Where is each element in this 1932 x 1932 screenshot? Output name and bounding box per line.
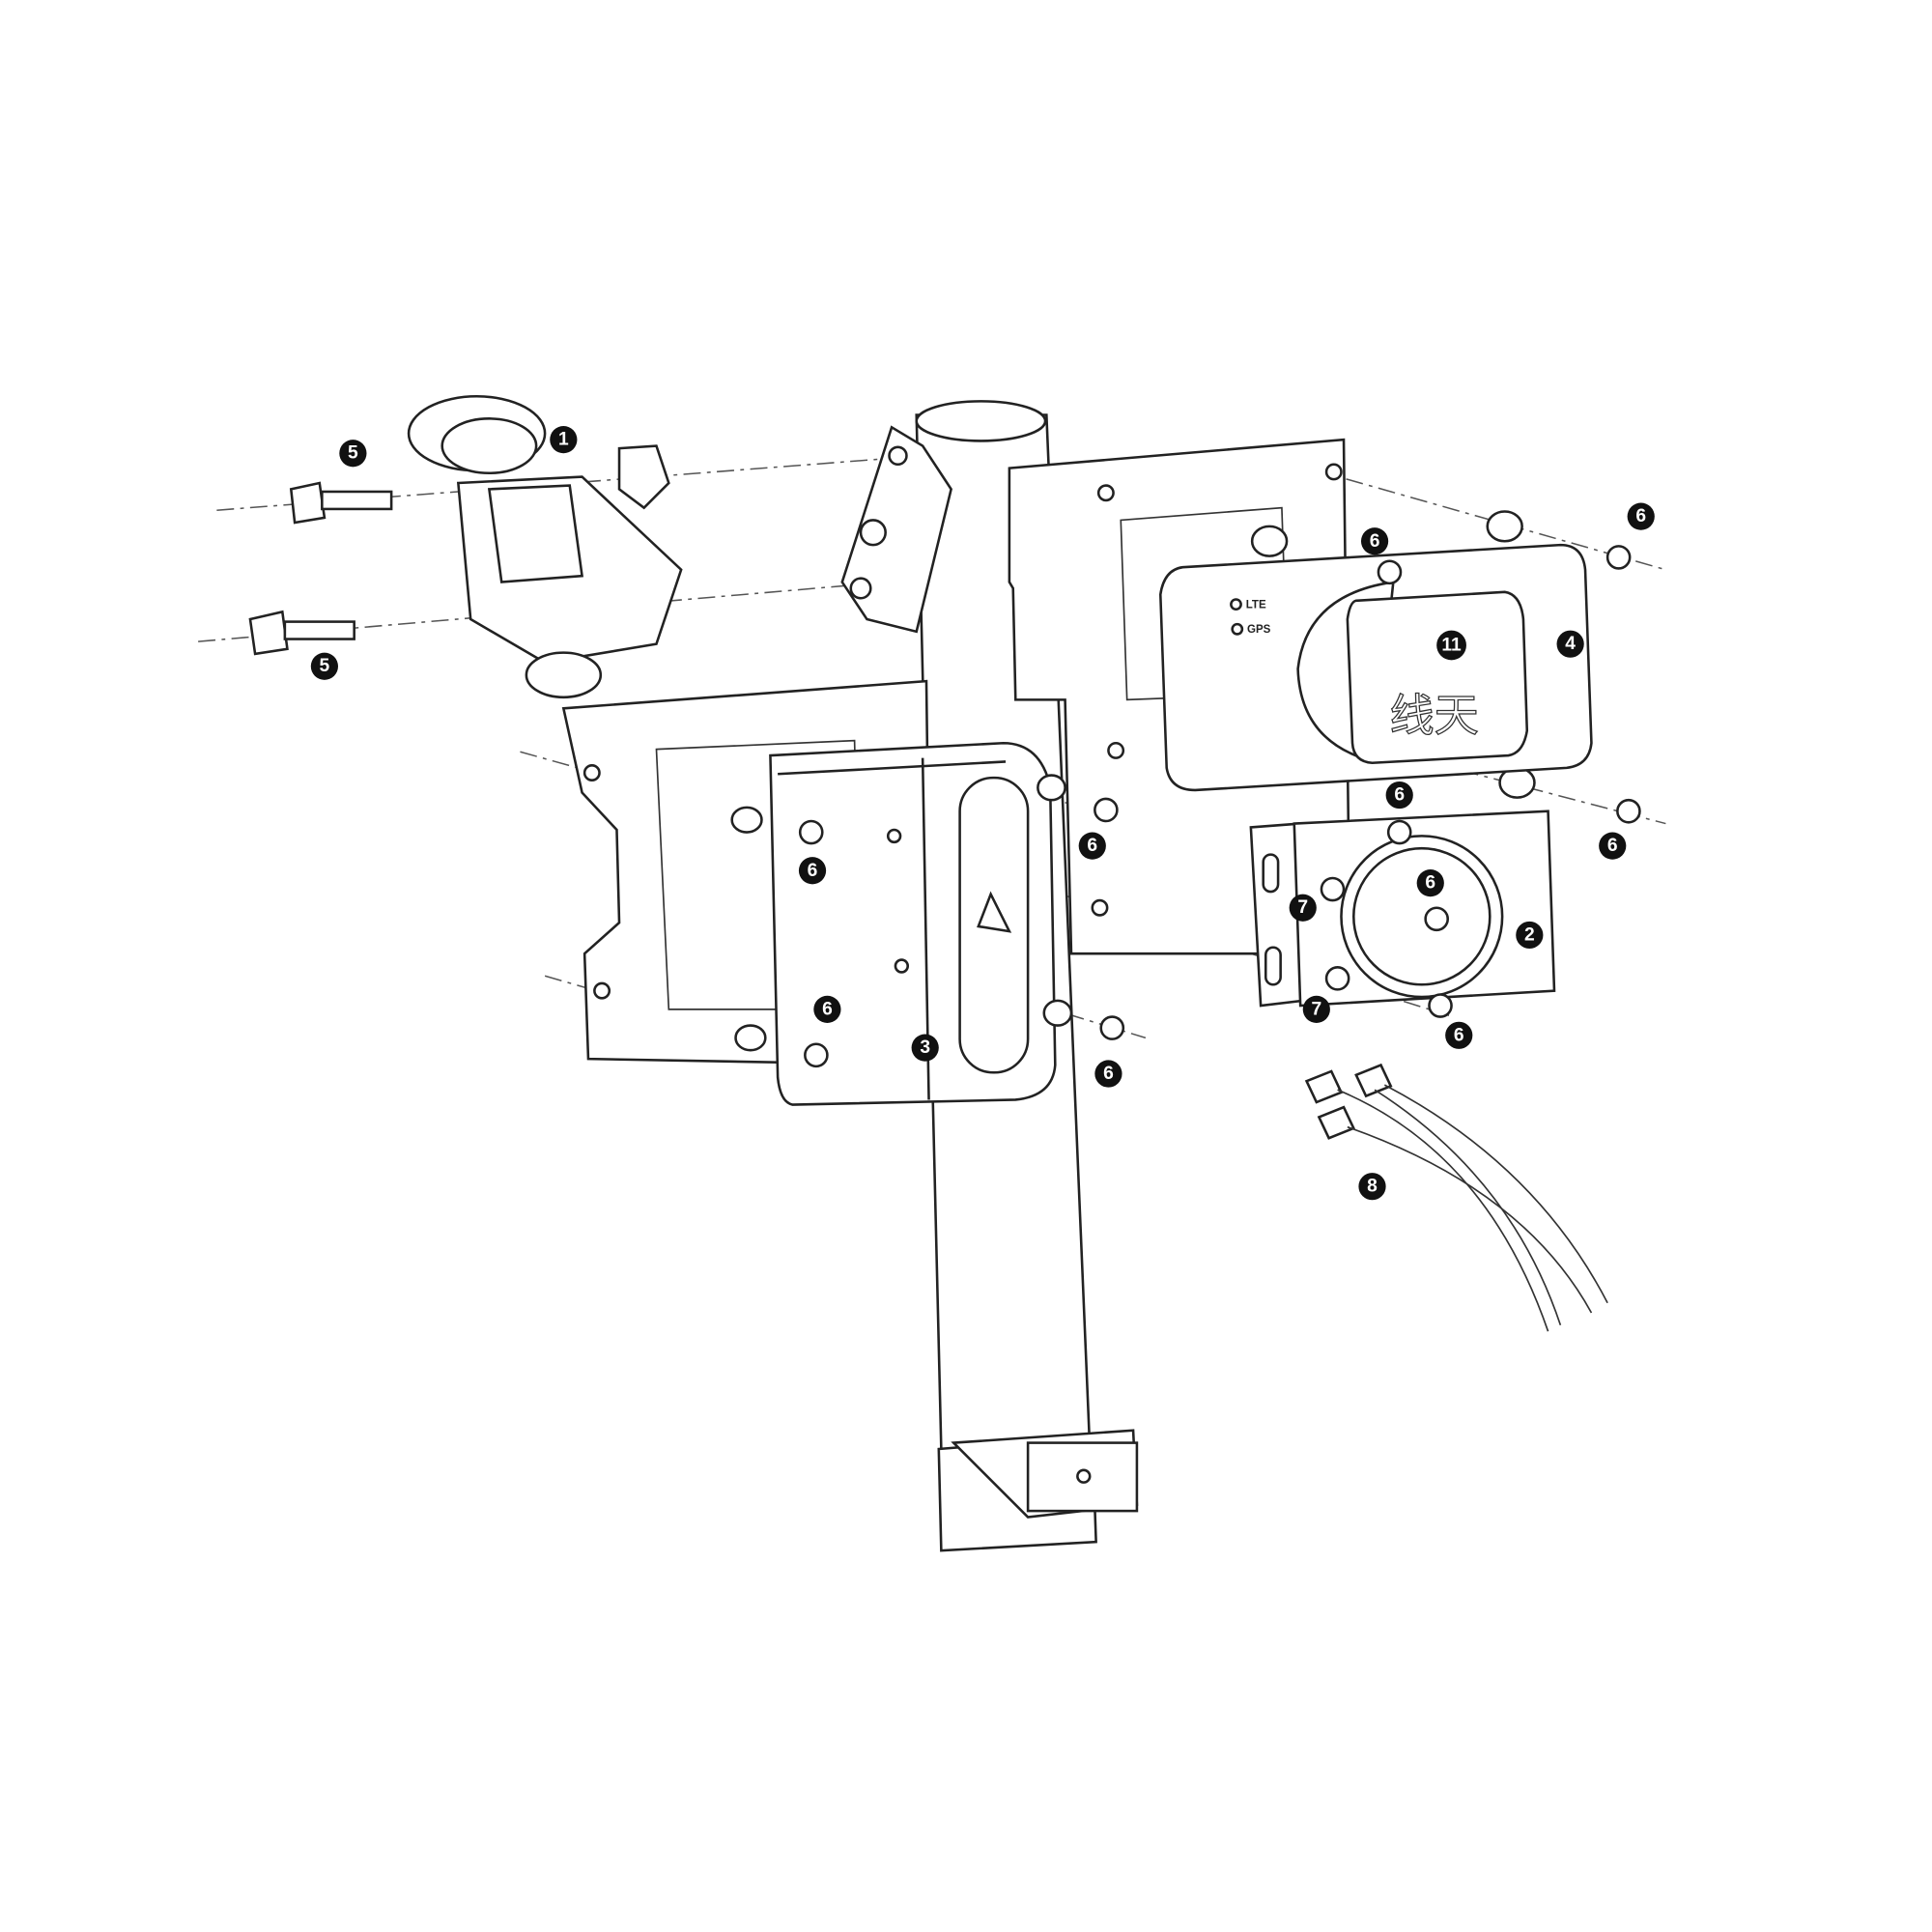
svg-text:6: 6: [1425, 873, 1435, 894]
sensor-box: [1249, 810, 1556, 1008]
pole-bracket: [840, 425, 952, 634]
lte-indicator-label: LTE: [1246, 599, 1266, 611]
gps-indicator-label: GPS: [1247, 624, 1271, 636]
callout-6: 6: [1445, 1021, 1473, 1049]
callout-6: 6: [798, 857, 827, 885]
svg-text:6: 6: [808, 861, 818, 881]
callout-4: 4: [1556, 630, 1584, 658]
svg-text:6: 6: [1635, 506, 1646, 526]
svg-text:6: 6: [1370, 531, 1380, 552]
callout-11: 11: [1436, 630, 1466, 661]
callout-2: 2: [1516, 921, 1544, 950]
svg-text:6: 6: [1394, 785, 1405, 806]
screws-6: [798, 545, 1641, 1068]
callout-6: 6: [1627, 502, 1655, 530]
wire-harness: [1304, 1063, 1608, 1332]
svg-text:7: 7: [1311, 999, 1321, 1019]
svg-text:6: 6: [822, 999, 833, 1019]
callout-7: 7: [1289, 894, 1317, 922]
callout-6: 6: [1385, 781, 1413, 810]
callout-5: 5: [310, 652, 338, 680]
svg-text:1: 1: [558, 430, 569, 450]
callout-3: 3: [911, 1034, 939, 1062]
callout-6: 6: [1360, 527, 1389, 555]
svg-text:6: 6: [1607, 836, 1618, 856]
telematics-box: LTE GPS 线天: [1158, 510, 1593, 799]
callout-labels: 1 5 5 6 6 4 11 6 6 6 6 6 7 2 6 7 3 6 6 8: [310, 426, 1655, 1201]
callout-1: 1: [550, 426, 578, 454]
callout-6: 6: [1078, 832, 1106, 860]
svg-text:8: 8: [1367, 1177, 1378, 1197]
callout-7: 7: [1302, 995, 1330, 1023]
svg-text:6: 6: [1103, 1064, 1114, 1084]
svg-text:11: 11: [1441, 635, 1462, 655]
callout-6: 6: [1599, 832, 1627, 860]
bolt-5-upper: [289, 481, 393, 525]
svg-text:4: 4: [1565, 634, 1576, 654]
svg-text:5: 5: [348, 443, 358, 464]
key-switch-assembly: [407, 394, 683, 699]
callout-6: 6: [1416, 869, 1444, 897]
svg-text:2: 2: [1524, 924, 1535, 945]
callout-5: 5: [339, 440, 367, 468]
svg-text:5: 5: [320, 656, 330, 676]
svg-text:3: 3: [920, 1037, 930, 1058]
antenna-marking: 线天: [1389, 689, 1478, 741]
bolt-5-lower: [248, 610, 355, 656]
controller-box: [730, 741, 1073, 1106]
callout-8: 8: [1358, 1173, 1386, 1201]
svg-text:7: 7: [1297, 897, 1308, 918]
callout-6: 6: [1094, 1060, 1122, 1088]
svg-text:6: 6: [1087, 836, 1097, 856]
svg-text:6: 6: [1454, 1025, 1464, 1045]
callout-6: 6: [813, 995, 841, 1023]
